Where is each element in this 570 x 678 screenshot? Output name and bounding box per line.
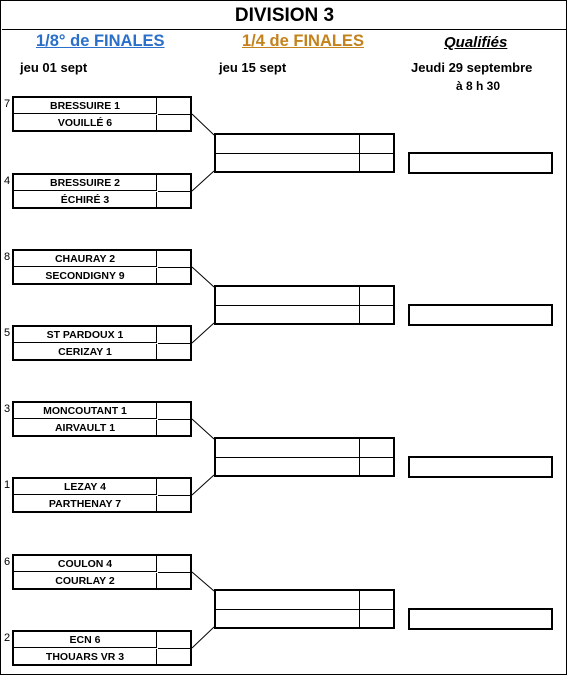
match-seed: 4 [4,175,11,187]
quarter-final-box[interactable] [214,437,395,477]
score-divider [359,135,360,171]
score-cell[interactable] [158,344,190,360]
match-seed: 2 [4,632,11,644]
qualified-slot[interactable] [408,456,553,478]
score-cell[interactable] [158,496,190,512]
team-name: BRESSUIRE 1 [14,98,157,114]
score-cell[interactable] [158,403,190,420]
score-divider [359,591,360,627]
team-name: CERIZAY 1 [14,344,157,360]
score-divider [359,287,360,323]
match-box: LEZAY 4 PARTHENAY 7 [12,477,192,513]
match-seed: 3 [4,403,11,415]
match-box: COULON 4 COURLAY 2 [12,554,192,590]
match-seed: 7 [4,98,11,110]
match-box: CHAURAY 2 SECONDIGNY 9 [12,249,192,285]
team-name: COULON 4 [14,556,157,572]
qualified-slot[interactable] [408,304,553,326]
quarter-final-slot [216,591,393,610]
round-of-16-heading: 1/8° de FINALES [36,32,165,50]
score-cell[interactable] [158,556,190,573]
qualified-slot[interactable] [408,608,553,630]
match-seed: 6 [4,556,11,568]
team-name: AIRVAULT 1 [14,420,157,436]
score-cell[interactable] [158,175,190,192]
team-name: ECN 6 [14,632,157,648]
quarter-final-box[interactable] [214,285,395,325]
score-cell[interactable] [158,251,190,268]
team-name: LEZAY 4 [14,479,157,495]
quarter-final-slot [216,135,393,154]
quarter-finals-heading: 1/4 de FINALES [242,32,364,50]
score-cell[interactable] [158,649,190,665]
team-name: COURLAY 2 [14,573,157,589]
match-box: ECN 6 THOUARS VR 3 [12,630,192,666]
score-cell[interactable] [158,327,190,344]
score-cell[interactable] [158,632,190,649]
match-seed: 5 [4,327,11,339]
team-name: SECONDIGNY 9 [14,268,157,284]
round-of-16-date: jeu 01 sept [20,60,88,75]
score-cell[interactable] [158,268,190,284]
team-name: MONCOUTANT 1 [14,403,157,419]
quarter-final-box[interactable] [214,589,395,629]
match-box: MONCOUTANT 1 AIRVAULT 1 [12,401,192,437]
quarter-final-slot [216,287,393,306]
team-name: ST PARDOUX 1 [14,327,157,343]
qualified-slot[interactable] [408,152,553,174]
team-name: CHAURAY 2 [14,251,157,267]
qualified-date: Jeudi 29 septembre [411,60,533,75]
page-title: DIVISION 3 [2,2,567,30]
score-cell[interactable] [158,115,190,131]
qualified-time: à 8 h 30 [456,79,501,93]
quarter-final-box[interactable] [214,133,395,173]
score-cell[interactable] [158,479,190,496]
team-name: PARTHENAY 7 [14,496,157,512]
match-seed: 8 [4,251,11,263]
score-cell[interactable] [158,98,190,115]
score-cell[interactable] [158,573,190,589]
team-name: BRESSUIRE 2 [14,175,157,191]
match-box: BRESSUIRE 2 ÉCHIRÉ 3 [12,173,192,209]
score-divider [359,439,360,475]
team-name: VOUILLÉ 6 [14,115,157,131]
quarter-finals-date: jeu 15 sept [219,60,287,75]
match-box: BRESSUIRE 1 VOUILLÉ 6 [12,96,192,132]
score-cell[interactable] [158,420,190,436]
team-name: THOUARS VR 3 [14,649,157,665]
score-cell[interactable] [158,192,190,208]
team-name: ÉCHIRÉ 3 [14,192,157,208]
quarter-final-slot [216,439,393,458]
match-seed: 1 [4,479,11,491]
qualified-heading: Qualifiés [444,34,508,51]
match-box: ST PARDOUX 1 CERIZAY 1 [12,325,192,361]
